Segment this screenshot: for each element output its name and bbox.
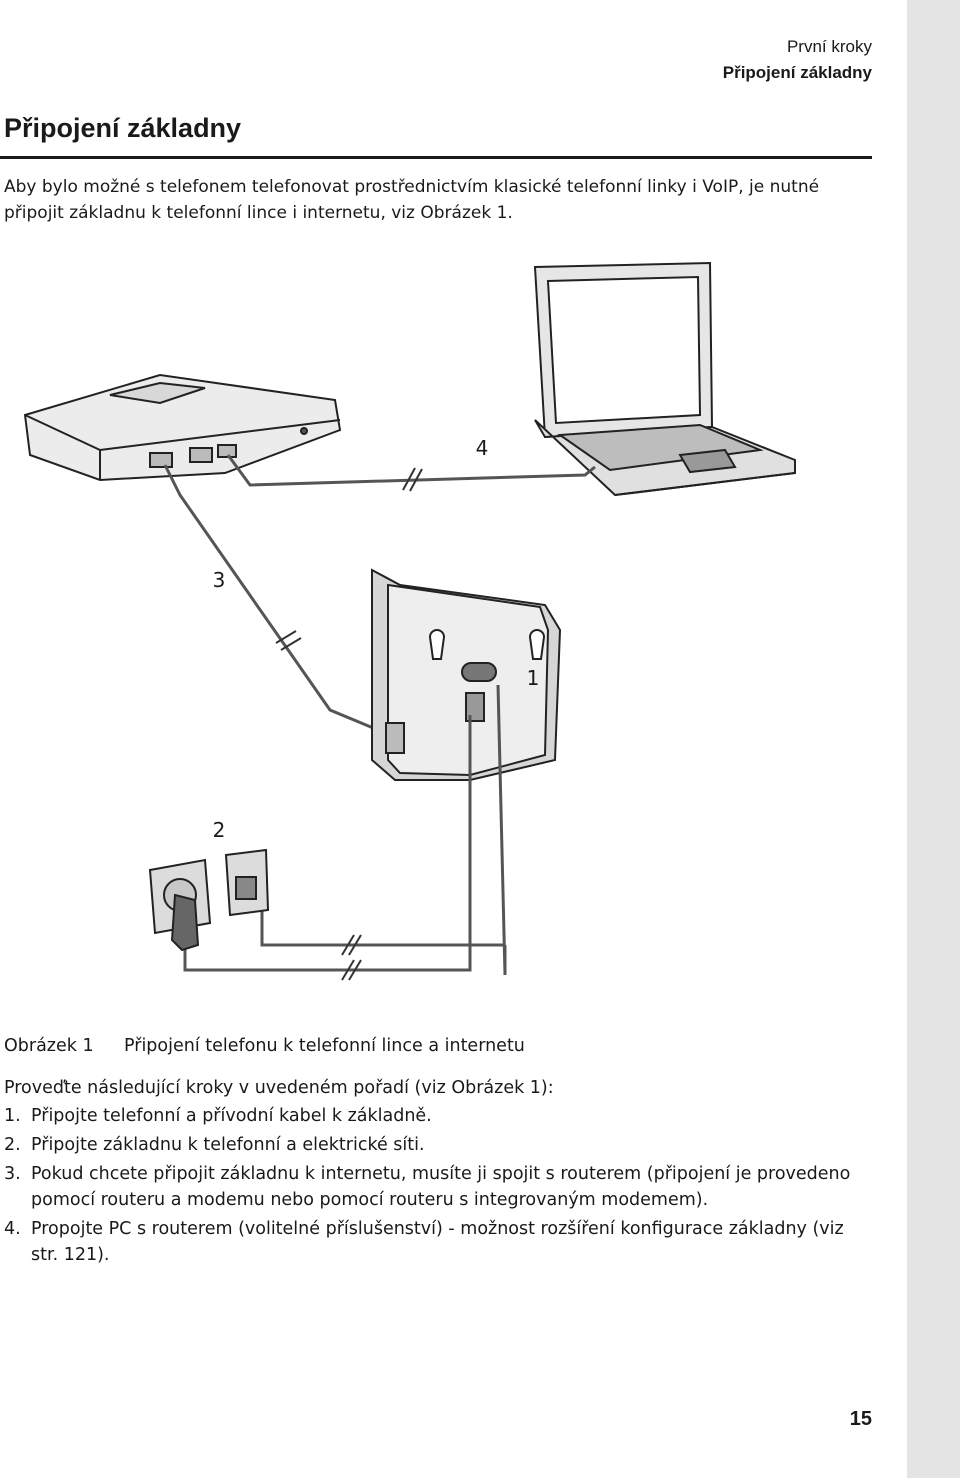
figure-caption-label: Obrázek 1 bbox=[4, 1036, 94, 1056]
callout-4: 4 bbox=[476, 436, 489, 460]
router-illustration bbox=[23, 373, 342, 482]
step-text: Propojte PC s routerem (volitelné příslu… bbox=[31, 1219, 844, 1265]
connection-diagram: 4 3 1 2 bbox=[23, 261, 796, 981]
base-power-cable bbox=[183, 715, 472, 972]
power-socket-illustration bbox=[148, 858, 212, 952]
page-title: Připojení základny bbox=[4, 113, 242, 143]
cable-break-mark bbox=[275, 630, 302, 651]
router-laptop-cable bbox=[226, 454, 596, 487]
connection-figure: 4 3 1 2 bbox=[0, 255, 900, 1000]
base-station-illustration bbox=[371, 568, 562, 781]
phone-line-cable bbox=[260, 905, 505, 947]
base-phone-cable bbox=[496, 684, 507, 976]
figure-caption-text: Připojení telefonu k telefonní lince a i… bbox=[124, 1036, 525, 1056]
step-number: 3. bbox=[4, 1164, 21, 1184]
step-text: Pokud chcete připojit základnu k interne… bbox=[31, 1164, 851, 1210]
running-header-section: Připojení základny bbox=[722, 63, 872, 82]
phone-socket-illustration bbox=[224, 848, 270, 917]
steps-list: 1. Připojte telefonní a přívodní kabel k … bbox=[4, 1103, 864, 1271]
cable-break-mark bbox=[341, 959, 362, 981]
step-number: 2. bbox=[4, 1135, 21, 1155]
running-header: První kroky Připojení základny bbox=[723, 34, 872, 86]
step-number: 1. bbox=[4, 1106, 21, 1126]
callout-3: 3 bbox=[213, 568, 226, 592]
steps-intro: Proveďte následující kroky v uvedeném po… bbox=[4, 1078, 554, 1098]
title-rule bbox=[0, 156, 872, 159]
step-text: Připojte základnu k telefonní a elektric… bbox=[31, 1135, 425, 1155]
step-number: 4. bbox=[4, 1219, 21, 1239]
laptop-illustration bbox=[533, 261, 796, 497]
list-item: 3. Pokud chcete připojit základnu k inter… bbox=[4, 1161, 864, 1213]
page-number: 15 bbox=[849, 1408, 872, 1430]
side-tab-strip bbox=[907, 0, 960, 1478]
intro-paragraph: Aby bylo možné s telefonem telefonovat p… bbox=[4, 177, 820, 223]
list-item: 2. Připojte základnu k telefonní a elektr… bbox=[4, 1132, 864, 1158]
running-header-chapter: První kroky bbox=[786, 37, 872, 56]
callout-1: 1 bbox=[527, 666, 540, 690]
step-text: Připojte telefonní a přívodní kabel k zá… bbox=[31, 1106, 432, 1126]
figure-caption: Obrázek 1 Připojení telefonu k telefonní … bbox=[4, 1032, 525, 1060]
router-base-cable bbox=[163, 464, 391, 737]
cable-break-mark bbox=[341, 934, 362, 956]
list-item: 4. Propojte PC s routerem (volitelné přís… bbox=[4, 1216, 864, 1268]
cable-break-mark bbox=[402, 467, 423, 492]
list-item: 1. Připojte telefonní a přívodní kabel k … bbox=[4, 1103, 864, 1129]
callout-2: 2 bbox=[213, 818, 226, 842]
